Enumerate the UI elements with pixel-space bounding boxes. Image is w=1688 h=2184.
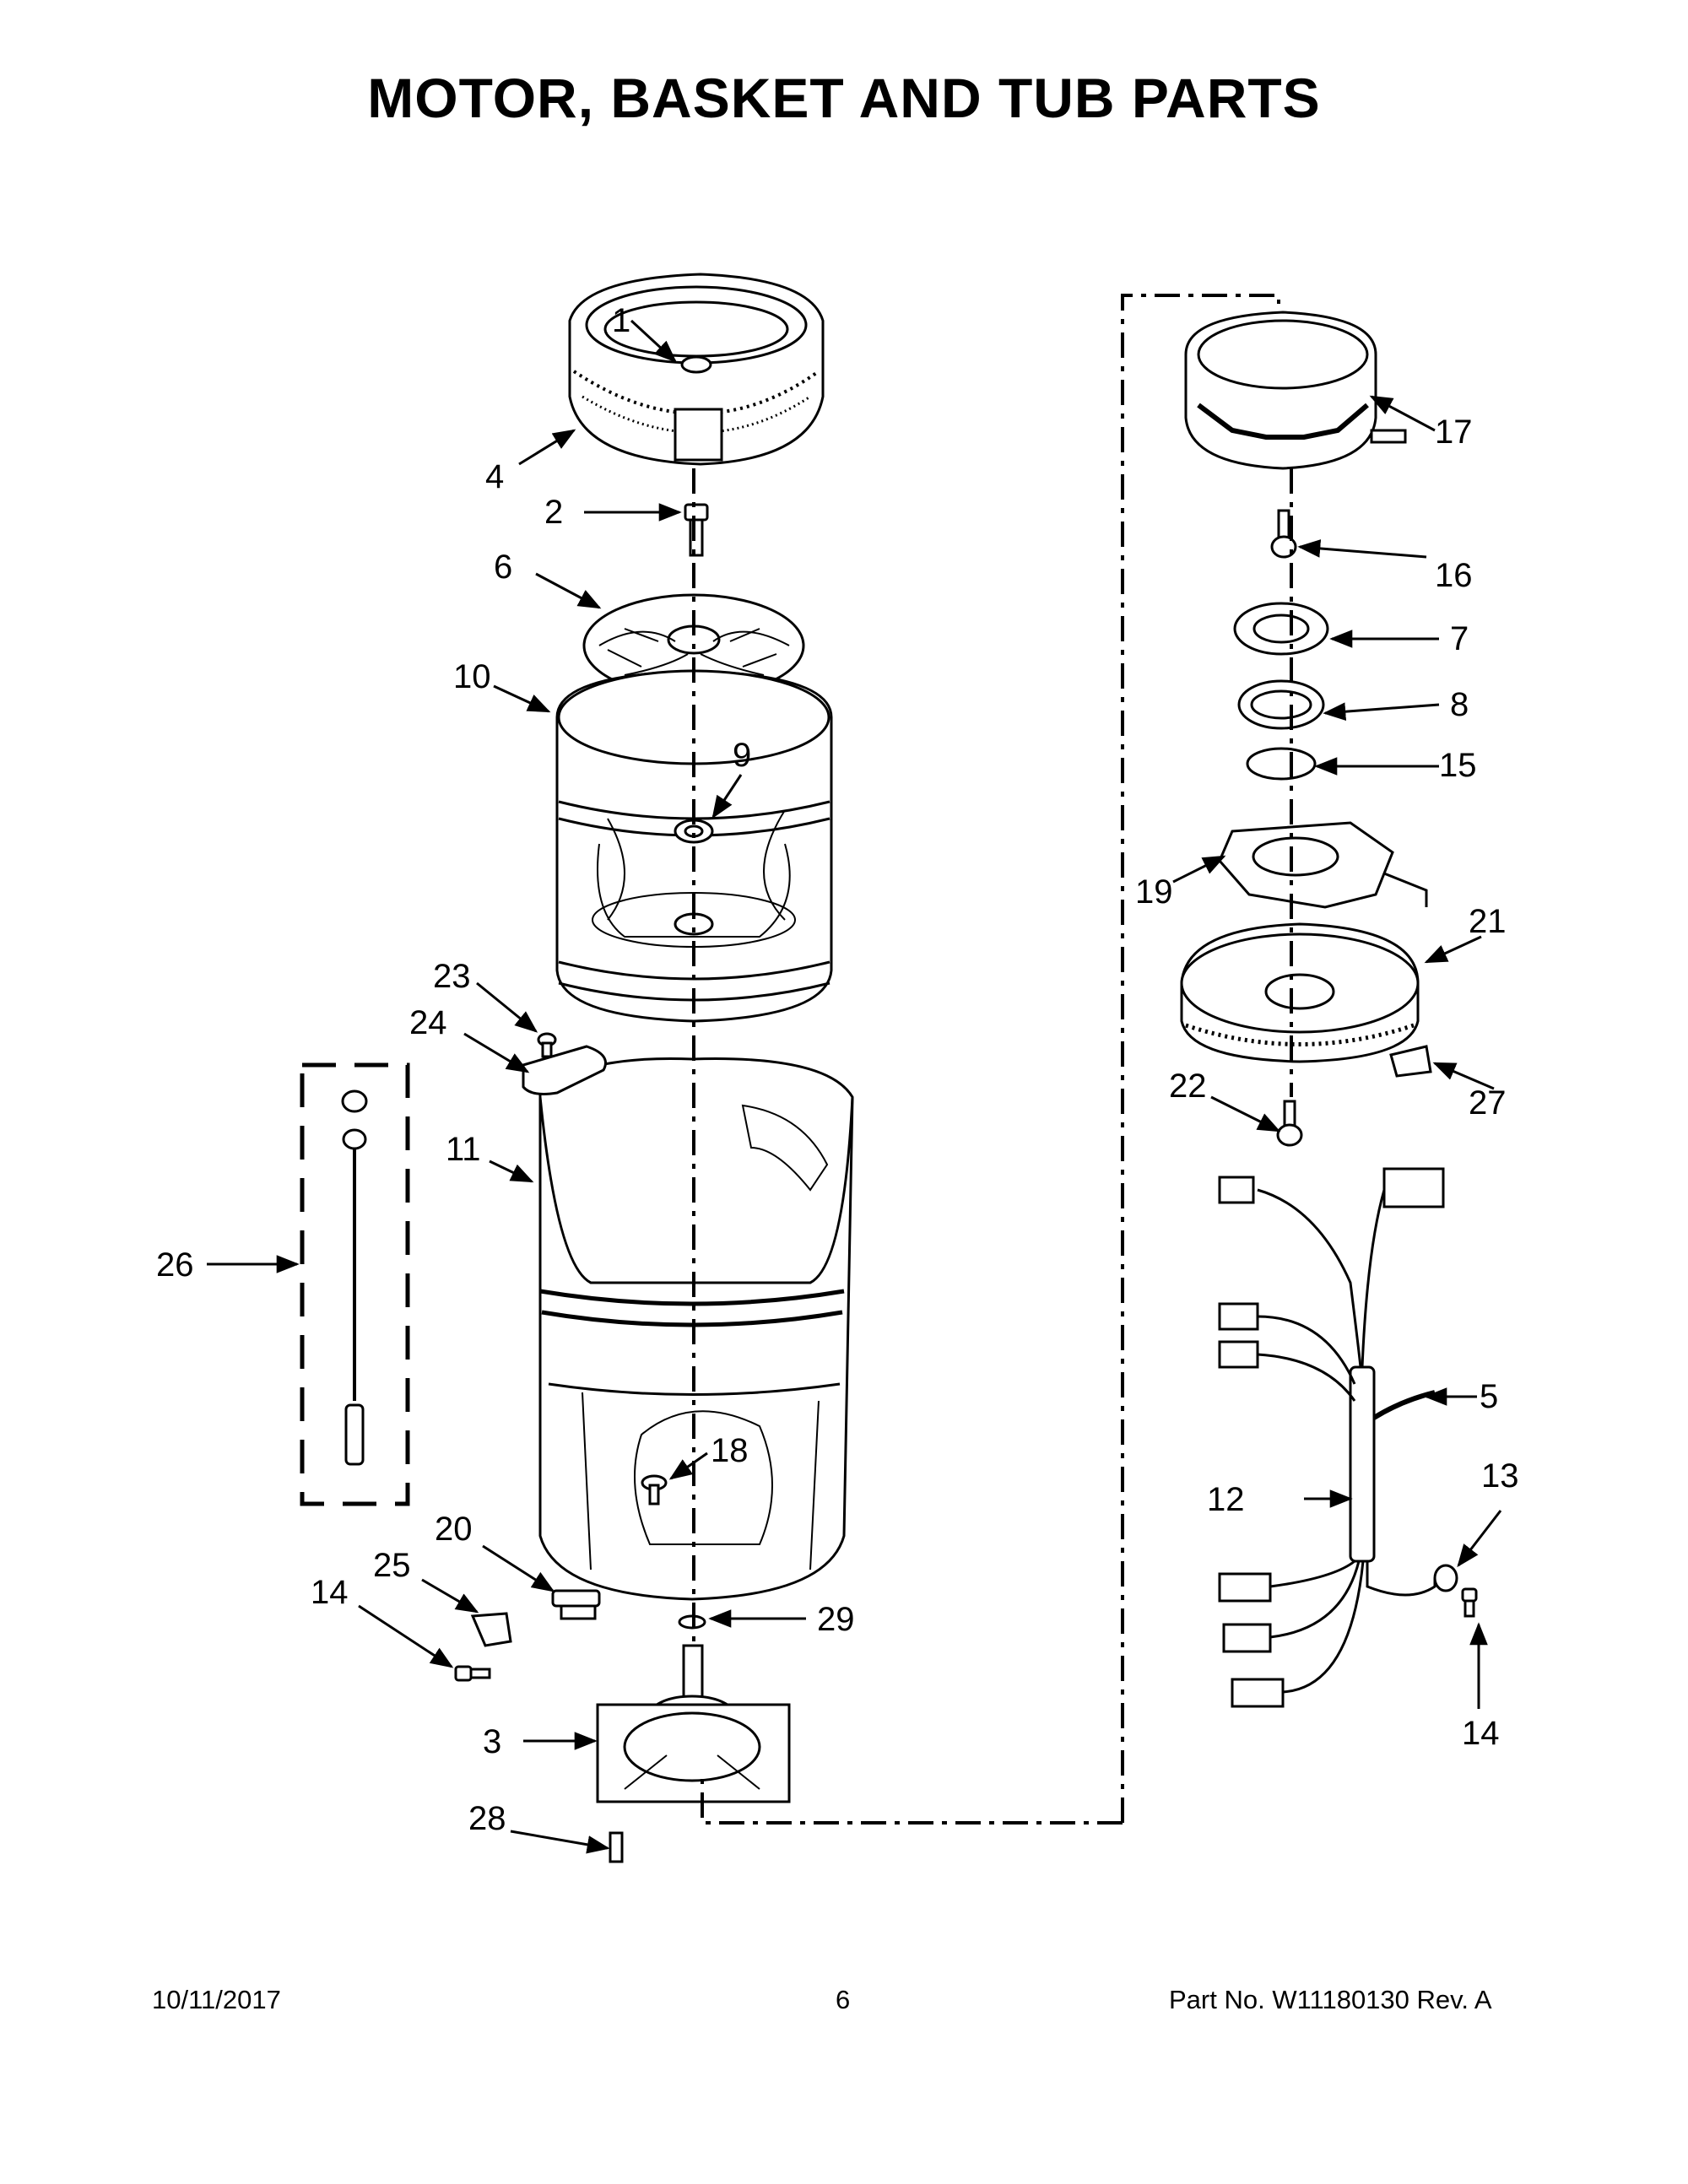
footer-page-number: 6 [836,1985,851,2014]
part-25-clip [470,1612,512,1647]
part-8-seal [1237,679,1325,730]
part-14-screw-left [454,1665,491,1682]
callout-14-left: 14 [311,1574,349,1611]
callout-12: 12 [1207,1481,1245,1518]
part-1-cap [680,355,712,374]
callout-26: 26 [156,1246,194,1284]
callout-25: 25 [373,1547,411,1584]
callout-23: 23 [433,958,471,995]
callout-labels: 1 4 2 6 10 9 23 24 11 26 18 20 25 14 29 … [156,302,1519,1837]
callout-15: 15 [1439,747,1477,784]
callout-21: 21 [1469,903,1507,940]
callout-4: 4 [485,458,504,495]
callout-29: 29 [817,1601,855,1638]
part-24-bracket [522,1045,607,1095]
part-11-tub [538,1057,854,1601]
callout-24: 24 [409,1004,447,1041]
callout-16: 16 [1435,557,1473,594]
part-22-bolt [1276,1100,1303,1147]
callout-11: 11 [446,1131,481,1168]
part-12-wire-harness [1218,1167,1445,1708]
callout-20: 20 [435,1511,473,1548]
callout-7: 7 [1450,620,1469,657]
callout-22: 22 [1169,1068,1207,1105]
callout-10: 10 [453,658,491,695]
callout-arrows [207,319,1502,1854]
page-title: MOTOR, BASKET AND TUB PARTS [367,67,1321,129]
callout-18: 18 [711,1432,749,1469]
part-26-suspension-rod [300,1062,410,1506]
part-23-screw [537,1032,557,1058]
callout-13: 13 [1481,1457,1519,1495]
callout-14-right: 14 [1462,1715,1500,1752]
callout-5: 5 [1480,1378,1498,1415]
part-2-bolt [684,503,709,557]
part-3-gearcase [596,1644,791,1803]
part-18-valve [641,1474,668,1506]
callout-2: 2 [544,494,563,531]
callout-27: 27 [1469,1084,1507,1122]
part-21-rotor [1180,922,1420,1063]
callout-8: 8 [1450,686,1469,723]
connection-path [701,294,1280,1825]
part-17-stator [1184,311,1407,470]
callout-1: 1 [612,302,630,339]
footer-part-number: Part No. W11180130 Rev. A [1169,1985,1492,2014]
part-13-clamp [1433,1564,1458,1592]
part-14-screw-right [1461,1587,1478,1618]
callout-19: 19 [1135,873,1173,911]
part-27-clip [1389,1045,1432,1078]
part-19-bracket [1218,821,1428,909]
callout-28: 28 [468,1800,506,1837]
callout-9: 9 [733,737,751,774]
part-7-bearing [1233,602,1329,656]
part-20-bracket [551,1589,601,1620]
part-9-bearing [674,819,714,936]
footer-date: 10/11/2017 [152,1985,281,2014]
callout-3: 3 [483,1723,501,1760]
callout-6: 6 [494,549,512,586]
part-15-ring [1246,747,1317,781]
part-28-screw [609,1831,624,1863]
callout-17: 17 [1435,414,1473,451]
